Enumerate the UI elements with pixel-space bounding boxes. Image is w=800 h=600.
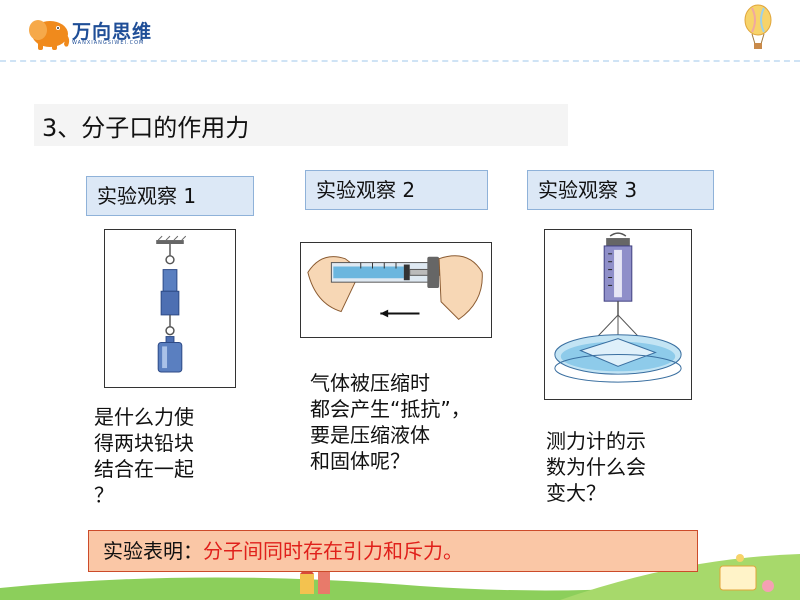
conclusion-body: 分子间同时存在引力和斥力。 — [203, 539, 463, 563]
brand-subtitle: WANXIANGSIWEI.COM — [72, 40, 145, 46]
experiment-1-label: 实验观察 1 — [86, 176, 254, 216]
experiment-2-label: 实验观察 2 — [305, 170, 488, 210]
cartoon-scenery-decoration — [0, 554, 800, 600]
conclusion-box: 实验表明：分子间同时存在引力和斥力。 — [88, 530, 698, 572]
slide-title: 3、分子口的作用力 — [42, 114, 250, 142]
title-background — [34, 104, 568, 146]
hot-air-balloon-icon — [744, 4, 772, 49]
header-divider — [0, 60, 800, 62]
syringe-compression-illustration — [300, 242, 492, 338]
experiment-2-question: 气体被压缩时 都会产生“抵抗”， 要是压缩液体 和固体呢？ — [310, 371, 471, 473]
elephant-logo-icon — [29, 20, 70, 50]
conclusion-lead: 实验表明： — [103, 539, 203, 563]
experiment-3-label: 实验观察 3 — [527, 170, 714, 210]
brand-name: 万向思维 — [72, 21, 153, 43]
header-band — [0, 0, 800, 58]
lead-blocks-illustration — [104, 229, 236, 388]
experiment-3-question: 测力计的示 数为什么会 变大？ — [546, 429, 646, 505]
experiment-1-question: 是什么力使 得两块铅块 结合在一起 ？ — [94, 405, 194, 507]
spring-scale-illustration — [544, 229, 692, 400]
